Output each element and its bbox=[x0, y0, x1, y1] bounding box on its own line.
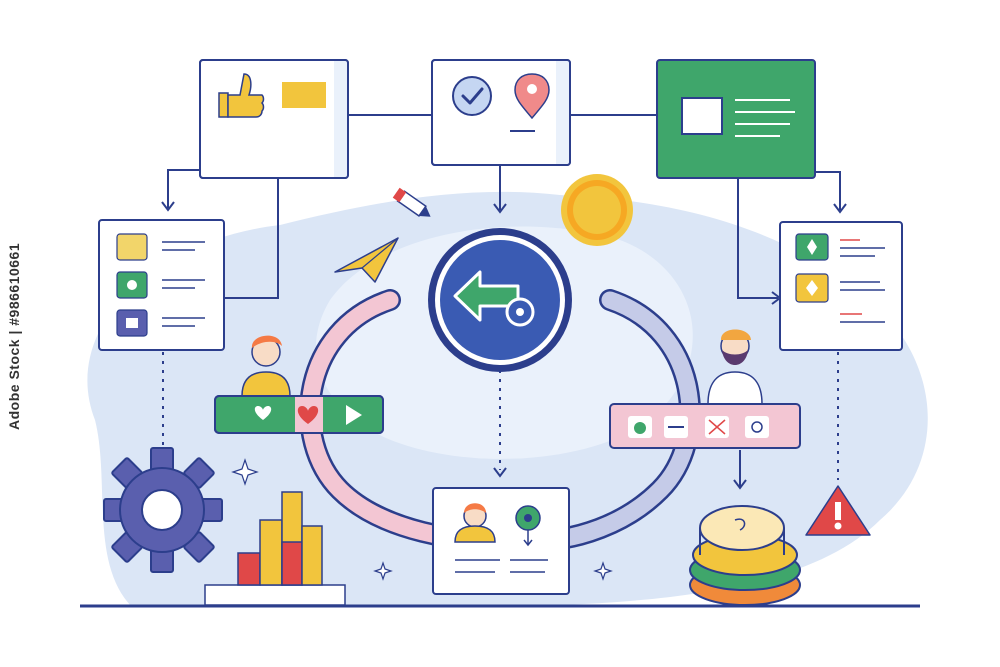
thumbs-up-icon bbox=[218, 73, 265, 118]
status-toolbar bbox=[609, 403, 801, 449]
connector-lines bbox=[167, 114, 841, 487]
sun-icon bbox=[561, 174, 633, 246]
target-icon bbox=[515, 505, 541, 547]
card-feedback bbox=[199, 59, 349, 179]
bar-chart-icon bbox=[204, 491, 346, 606]
person-right bbox=[707, 329, 763, 405]
coin-stack-icon bbox=[689, 505, 801, 606]
card-verify-location bbox=[431, 59, 571, 166]
stock-id-text: Adobe Stock | #986610661 bbox=[6, 242, 22, 430]
dotted-lines bbox=[162, 352, 839, 480]
arrow-heads bbox=[161, 201, 847, 490]
card-alert-list bbox=[779, 221, 903, 351]
person-left bbox=[241, 335, 291, 397]
card-task-list bbox=[98, 219, 225, 351]
heart-icon bbox=[254, 406, 272, 420]
media-control-bar bbox=[214, 395, 384, 434]
check-circle-icon bbox=[452, 76, 492, 116]
pencil-icon bbox=[392, 187, 431, 218]
card-document bbox=[656, 59, 816, 179]
warning-icon bbox=[805, 485, 871, 536]
paper-plane-icon bbox=[334, 237, 399, 283]
back-arrow-gear-icon bbox=[428, 228, 572, 372]
heart-icon bbox=[297, 406, 319, 424]
avatar-icon bbox=[454, 503, 496, 543]
gear-icon bbox=[103, 447, 223, 573]
card-profile bbox=[432, 487, 570, 595]
note-block bbox=[282, 82, 326, 108]
location-pin-icon bbox=[514, 73, 550, 120]
sparkle-icon bbox=[231, 458, 613, 581]
play-icon bbox=[346, 405, 362, 425]
